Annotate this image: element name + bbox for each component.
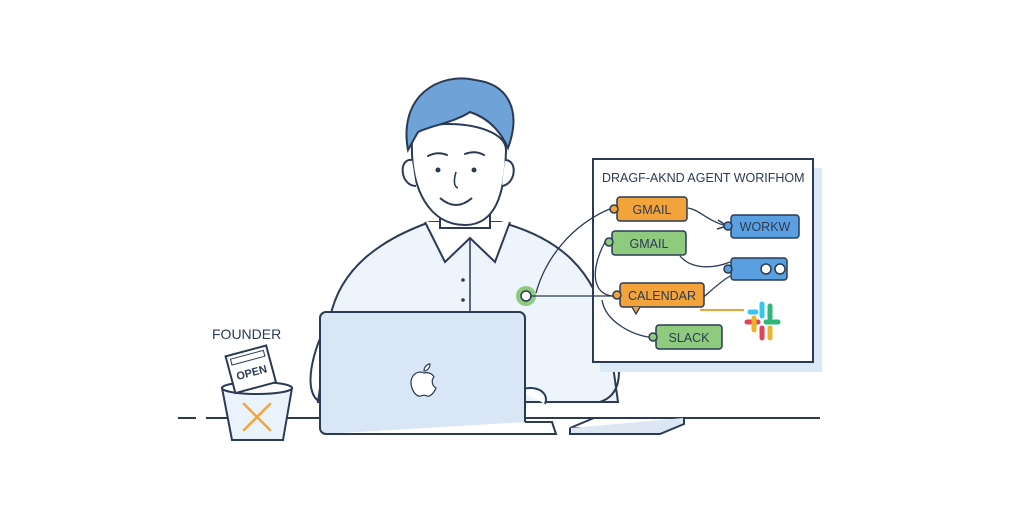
connection-lines [531,207,744,339]
node-gmail-2-label: GMAIL [630,237,669,251]
node-workw-label: WORKW [740,220,791,234]
laptop [319,311,558,435]
node-toggle[interactable] [723,257,788,281]
x-mark-icon [242,402,272,432]
open-sign: OPEN [224,344,278,395]
workflow-panel[interactable]: DRAGF-AKND AGENT WORIFHOM GMAIL GMAIL [531,158,822,372]
node-slack[interactable]: SLACK [648,324,723,350]
notebook [569,417,685,435]
node-gmail-2[interactable]: GMAIL [604,230,687,256]
connector-dot [516,286,536,306]
node-gmail-1[interactable]: GMAIL [609,196,688,222]
node-gmail-1-label: GMAIL [633,203,672,217]
node-calendar[interactable]: CALENDAR [612,282,705,316]
node-calendar-label: CALENDAR [628,289,696,303]
node-slack-label: SLACK [669,331,711,345]
node-workw[interactable]: WORKW [723,214,800,239]
founder-label: FOUNDER [212,326,281,342]
apple-logo-icon [410,363,437,397]
slack-logo-icon [744,301,781,341]
panel-title: DRAGF-AKND AGENT WORIFHOM [602,171,805,185]
trash-bin: OPEN [220,344,294,441]
